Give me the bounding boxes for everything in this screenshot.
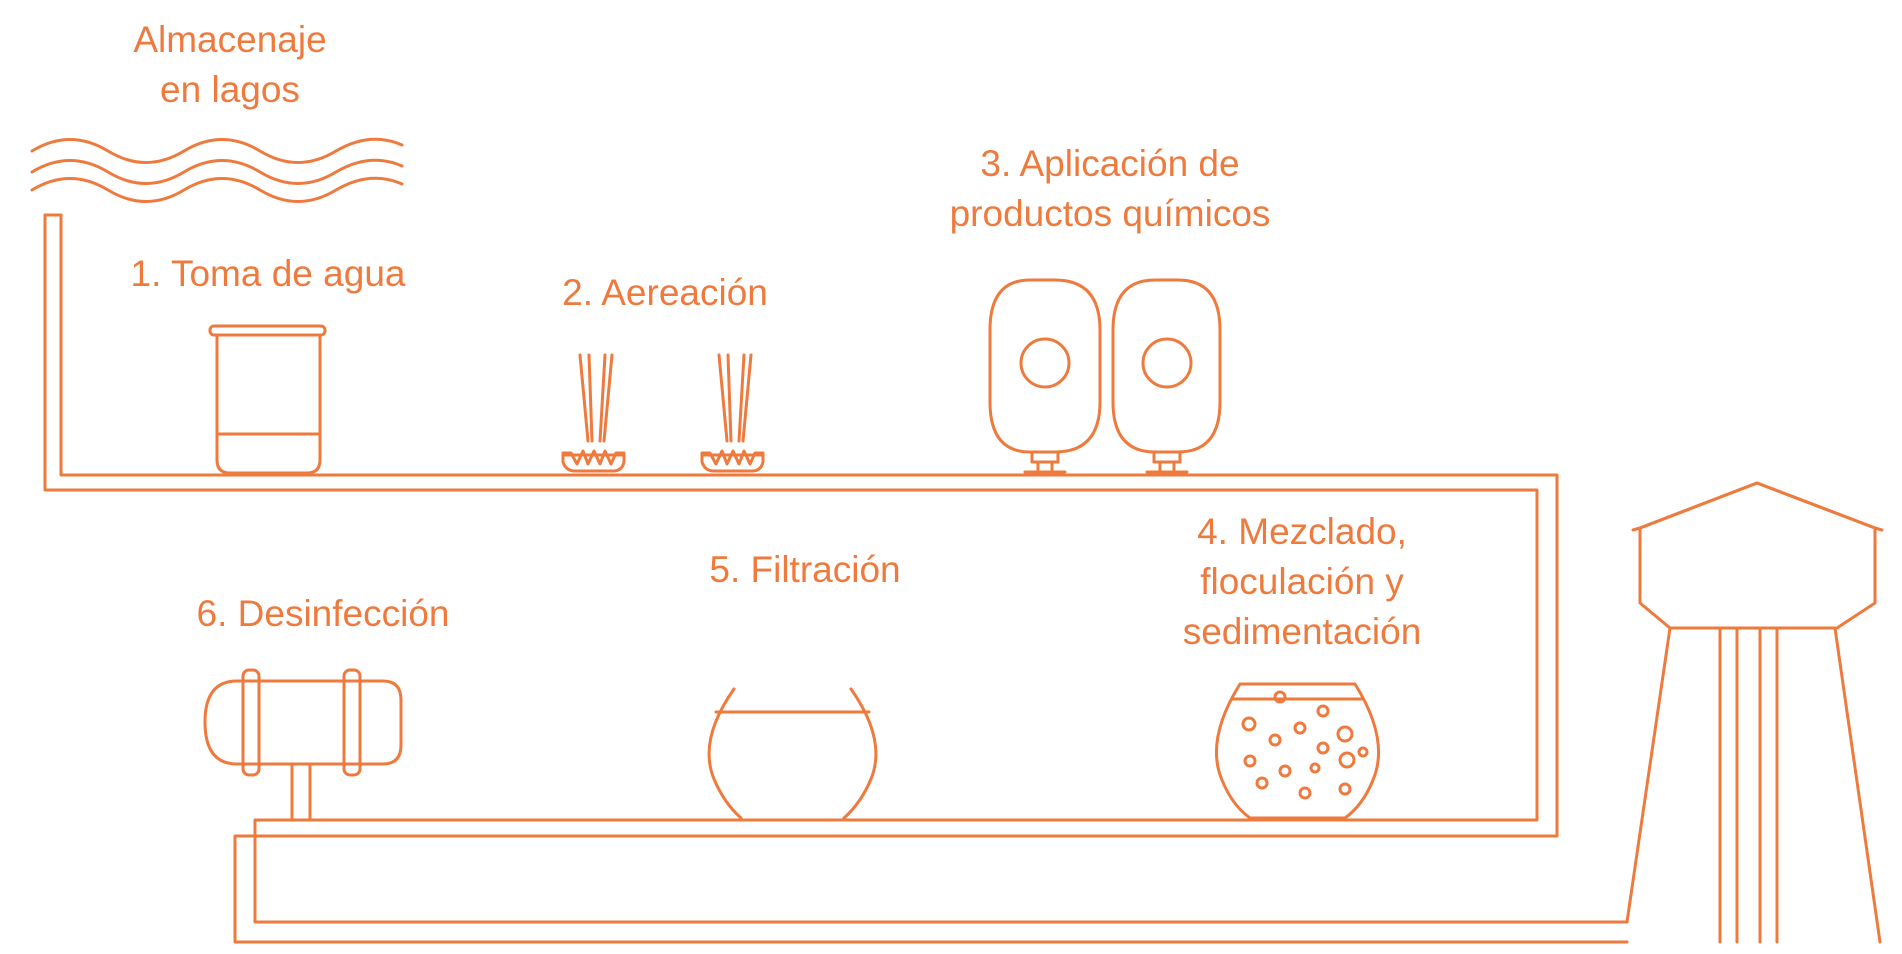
pipeline-inner: [59, 213, 1629, 944]
disinfection-unit-icon: [203, 668, 403, 822]
label-aeration: 2. Aereación: [562, 272, 768, 313]
pipeline: [43, 213, 1629, 944]
label-intake: 1. Toma de agua: [130, 253, 406, 294]
water-tower-icon: [1625, 481, 1884, 944]
label-chemicals-line-2: productos químicos: [949, 193, 1271, 234]
label-mixing-line-3: sedimentación: [1182, 611, 1422, 652]
label-storage-line-2: en lagos: [160, 69, 300, 110]
label-storage: Almacenaje en lagos: [133, 15, 326, 115]
sedimentation-bowl-icon: [1215, 682, 1380, 820]
label-mixing: 4. Mezclado, floculación y sedimentación: [1183, 507, 1422, 657]
pipeline-outer: [43, 213, 1629, 924]
label-filtration: 5. Filtración: [709, 549, 901, 590]
water-waves-icon: [30, 137, 404, 203]
intake-tank-icon: [208, 324, 327, 475]
label-chemicals-line-1: 3. Aplicación de: [980, 143, 1240, 184]
label-mixing-line-1: 4. Mezclado,: [1197, 511, 1407, 552]
label-chemicals: 3. Aplicación de productos químicos: [950, 139, 1271, 239]
filter-bowl-icon: [707, 687, 878, 820]
aerator-fountain-icon: [561, 353, 765, 473]
chemical-tank-icon: [988, 278, 1222, 474]
label-disinfection: 6. Desinfección: [196, 593, 450, 634]
label-mixing-line-2: floculación y: [1200, 561, 1404, 602]
label-storage-line-1: Almacenaje: [133, 19, 327, 60]
